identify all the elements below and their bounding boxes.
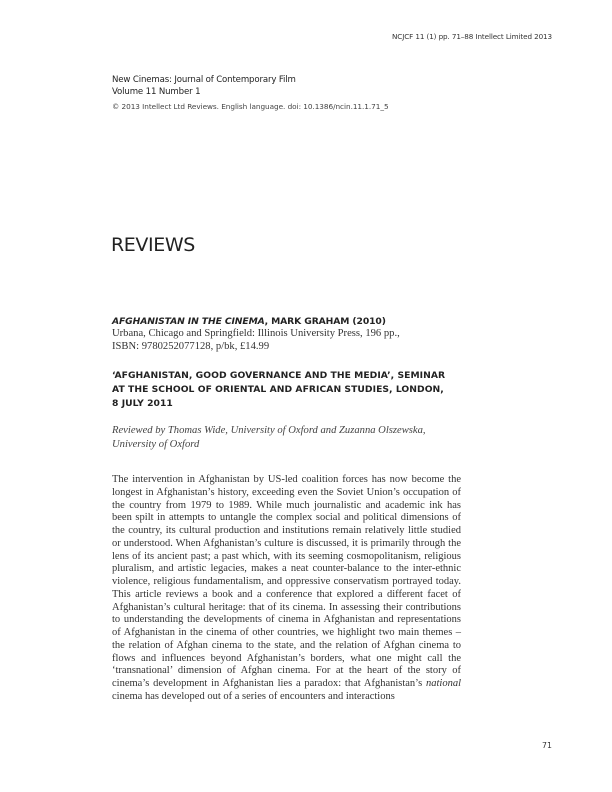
book-title-italic: AFGHANISTAN IN THE CINEMA: [112, 316, 265, 327]
page-number: 71: [542, 741, 552, 750]
book-title: AFGHANISTAN IN THE CINEMA, MARK GRAHAM (…: [112, 315, 464, 328]
seminar-title-line-3: 8 JULY 2011: [112, 397, 173, 409]
seminar-citation: ‘AFGHANISTAN, GOOD GOVERNANCE AND THE ME…: [112, 369, 464, 410]
body-text: The intervention in Afghanistan by US-le…: [112, 474, 461, 704]
journal-doi: © 2013 Intellect Ltd Reviews. English la…: [112, 102, 389, 111]
reviewers-line-1: Reviewed by Thomas Wide, University of O…: [112, 425, 426, 436]
reviewers-line-2: University of Oxford: [112, 438, 200, 450]
journal-info: New Cinemas: Journal of Contemporary Fil…: [112, 74, 389, 114]
seminar-title-line-1: ‘AFGHANISTAN, GOOD GOVERNANCE AND THE ME…: [112, 370, 446, 381]
body-italic-word: national: [425, 678, 461, 689]
book-publication-line-1: Urbana, Chicago and Springfield: Illinoi…: [112, 328, 400, 339]
body-paragraph-end: cinema has developed out of a series of …: [112, 690, 395, 702]
body-paragraph-start: The intervention in Afghanistan by US-le…: [112, 474, 461, 689]
body-paragraph: The intervention in Afghanistan by US-le…: [112, 474, 461, 704]
running-head: NCJCF 11 (1) pp. 71–88 Intellect Limited…: [392, 32, 552, 41]
book-author-year: , MARK GRAHAM (2010): [264, 316, 386, 327]
seminar-title-line-2: AT THE SCHOOL OF ORIENTAL AND AFRICAN ST…: [112, 383, 444, 395]
reviewers: Reviewed by Thomas Wide, University of O…: [112, 424, 464, 452]
journal-title: New Cinemas: Journal of Contemporary Fil…: [112, 75, 296, 85]
section-title: REVIEWS: [111, 234, 195, 256]
book-citation: AFGHANISTAN IN THE CINEMA, MARK GRAHAM (…: [112, 315, 464, 353]
journal-volume: Volume 11 Number 1: [112, 87, 201, 97]
book-publication-line-2: ISBN: 9780252077128, p/bk, £14.99: [112, 340, 270, 352]
